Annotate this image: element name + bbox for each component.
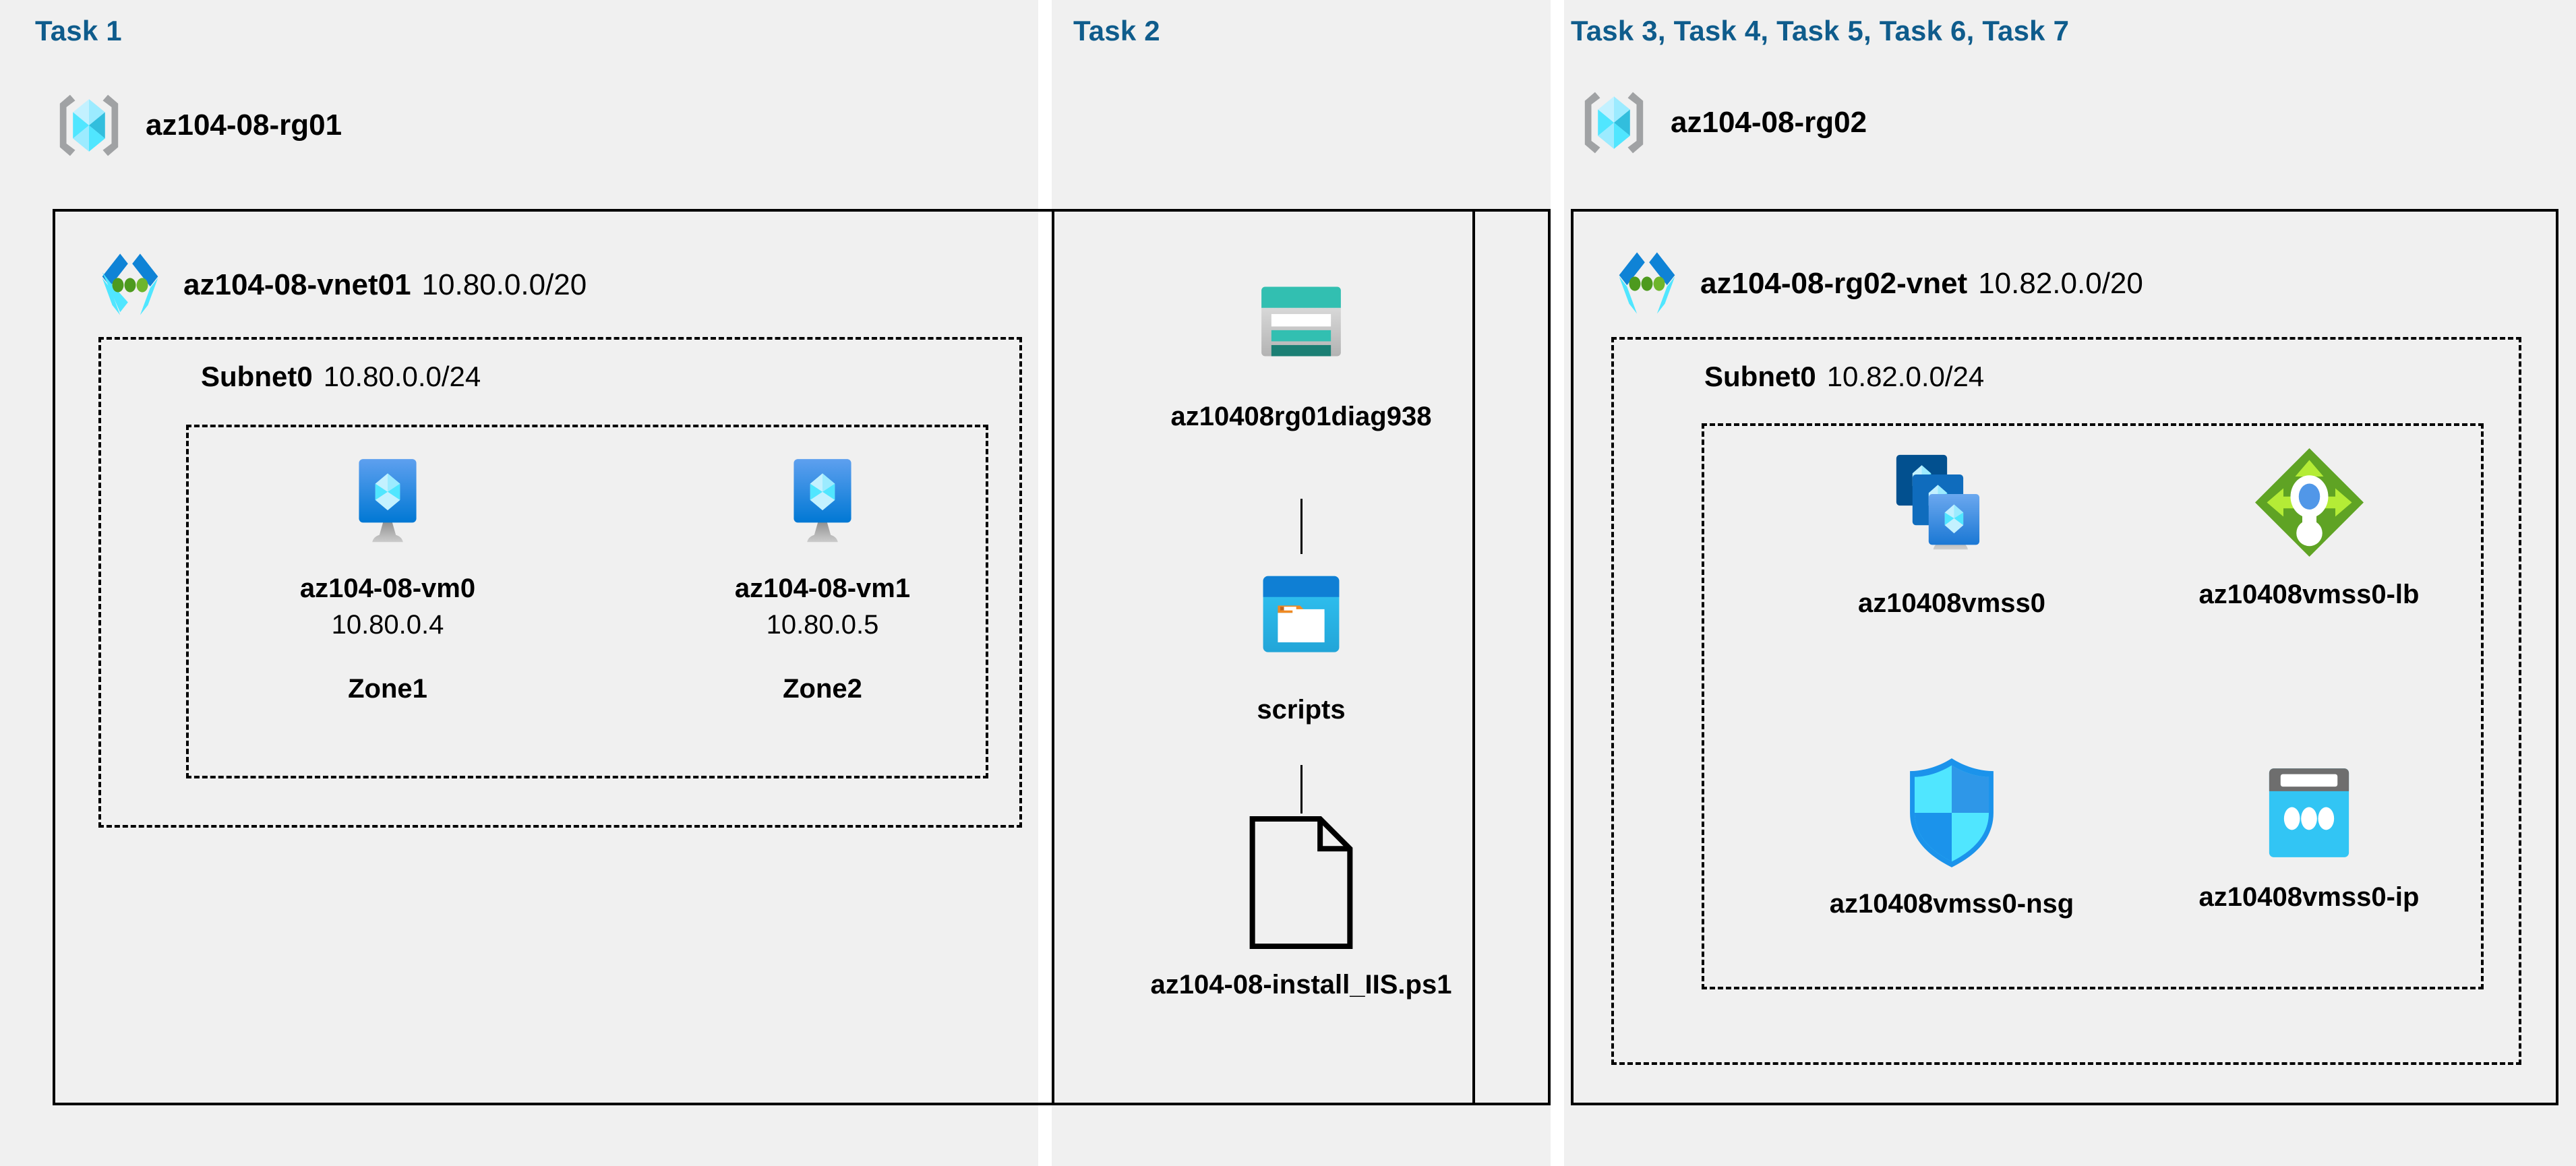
task1-vnet-name: az104-08-vnet01: [183, 268, 411, 301]
task1-vm-1-zone: Zone2: [783, 674, 862, 704]
network-security-group-icon: [1900, 755, 2003, 871]
virtual-network-icon: [94, 249, 166, 321]
task1-subnet-name: Subnet0: [201, 361, 313, 392]
task3-public-ip[interactable]: az10408vmss0-ip: [2164, 762, 2454, 915]
task1-vm-1-ip: 10.80.0.5: [766, 610, 879, 640]
task1-title: Task 1: [35, 15, 122, 47]
task1-vm-0-ip: 10.80.0.4: [331, 610, 444, 640]
task3-resource-group-label: az104-08-rg02: [1671, 106, 1867, 139]
task3-public-ip-name: az10408vmss0-ip: [2198, 882, 2420, 912]
task1-subnet-box: [98, 337, 1022, 828]
connector-storage-to-container: [1300, 499, 1302, 554]
task1-vm-1-name: az104-08-vm1: [734, 574, 911, 603]
task3-resource-group-box: [1702, 423, 2484, 989]
connector-container-to-script: [1300, 765, 1302, 814]
task1-subnet-label: Subnet0 10.80.0.0/24: [201, 361, 481, 393]
task3-subnet-label: Subnet0 10.82.0.0/24: [1704, 361, 1984, 393]
task1-vm-1[interactable]: az104-08-vm1 10.80.0.5 Zone2: [705, 453, 940, 704]
task3-subnet-box: [1611, 337, 2521, 1065]
vm-scale-set-icon: [1892, 450, 2012, 570]
task2-storage-account-name: az10408rg01diag938: [1170, 402, 1432, 431]
task3-vnet-name: az104-08-rg02-vnet: [1700, 267, 1968, 300]
storage-account-icon: [1239, 259, 1363, 383]
task2-blob-container-name: scripts: [1257, 695, 1346, 725]
task1-vm-0-name: az104-08-vm0: [299, 574, 476, 603]
task3-load-balancer[interactable]: az10408vmss0-lb: [2154, 443, 2464, 613]
panel-task1: [0, 0, 1038, 1166]
task2-blob-container[interactable]: scripts: [1183, 554, 1419, 728]
task1-resource-group-label: az104-08-rg01: [146, 109, 342, 142]
task3-vnet: az104-08-rg02-vnet 10.82.0.0/20: [1611, 248, 2143, 319]
task2-box: [1052, 209, 1551, 1105]
virtual-network-icon: [1611, 248, 1683, 319]
task2-title: Task 2: [1073, 15, 1160, 47]
task1-resource-group: az104-08-rg01: [53, 89, 342, 162]
task1-vnet: az104-08-vnet01 10.80.0.0/20: [94, 249, 587, 321]
task1-vm-group-box: [186, 425, 988, 778]
task1-vnet-cidr: 10.80.0.0/20: [421, 268, 587, 301]
task1-vnet-box: [53, 209, 1475, 1105]
task1-vm-0-zone: Zone1: [348, 674, 427, 704]
task3-title: Task 3, Task 4, Task 5, Task 6, Task 7: [1571, 15, 2070, 47]
load-balancer-icon: [2250, 443, 2368, 561]
task3-vmss[interactable]: az10408vmss0: [1803, 450, 2100, 621]
task3-resource-group: az104-08-rg02: [1578, 86, 1867, 159]
panel-task3: [1564, 0, 2576, 1166]
resource-group-icon: [1578, 86, 1650, 159]
script-file-icon: [1241, 814, 1361, 952]
task3-subnet-cidr: 10.82.0.0/24: [1826, 361, 1985, 392]
blob-container-icon: [1240, 554, 1362, 677]
virtual-machine-icon: [336, 453, 439, 555]
task1-subnet-cidr: 10.80.0.0/24: [323, 361, 481, 392]
task3-nsg[interactable]: az10408vmss0-nsg: [1800, 755, 2103, 922]
task3-nsg-name: az10408vmss0-nsg: [1829, 889, 2074, 919]
task3-subnet-name: Subnet0: [1704, 361, 1816, 392]
task3-vmss-name: az10408vmss0: [1857, 588, 2046, 618]
task2-script-file[interactable]: az104-08-install_IIS.ps1: [1146, 814, 1456, 1003]
resource-group-icon: [53, 89, 125, 162]
task3-vnet-cidr: 10.82.0.0/20: [1978, 267, 2143, 300]
task2-script-file-name: az104-08-install_IIS.ps1: [1150, 970, 1452, 1000]
task2-storage-account[interactable]: az10408rg01diag938: [1171, 259, 1431, 435]
public-ip-address-icon: [2261, 762, 2357, 864]
task3-vnet-box: [1571, 209, 2558, 1105]
task1-vm-0[interactable]: az104-08-vm0 10.80.0.4 Zone1: [270, 453, 506, 704]
virtual-machine-icon: [771, 453, 874, 555]
task3-load-balancer-name: az10408vmss0-lb: [2198, 580, 2420, 609]
